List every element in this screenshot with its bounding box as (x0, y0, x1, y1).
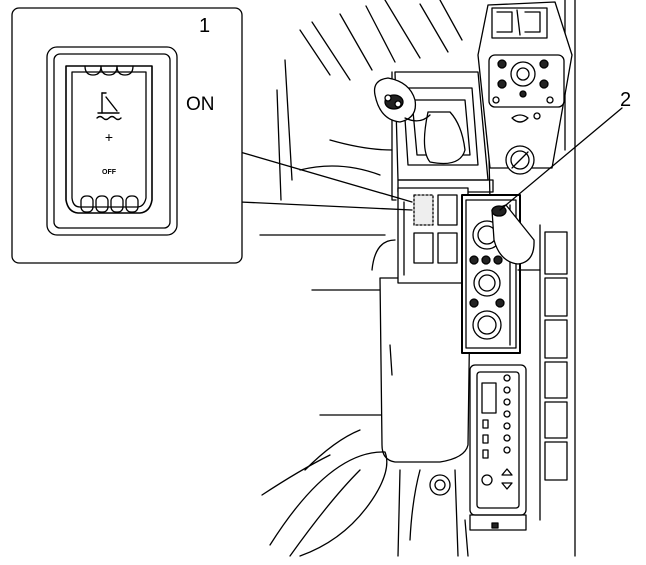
joystick-lever[interactable] (375, 78, 465, 164)
callout-number-2: 2 (620, 89, 631, 111)
upper-control-panel (478, 2, 572, 168)
inset-off-label: OFF (102, 169, 117, 176)
armrest (262, 240, 470, 556)
ignition-key[interactable] (506, 146, 534, 174)
switch-block (398, 188, 468, 283)
inset-on-label: ON (186, 94, 215, 115)
lower-keypad (470, 365, 526, 530)
inset-plus-sign: + (105, 129, 113, 145)
callout-number-1: 1 (199, 15, 210, 37)
